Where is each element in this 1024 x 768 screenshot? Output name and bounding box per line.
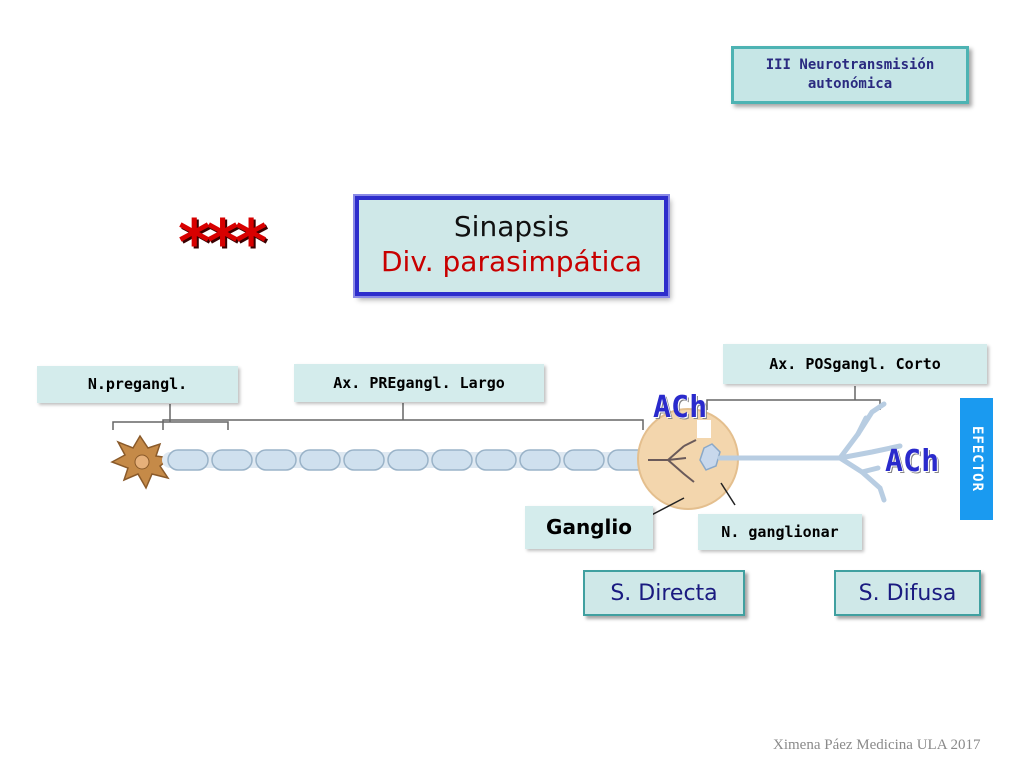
bracket-ax-pre bbox=[162, 403, 644, 430]
section-box: III Neurotransmisión autonómica bbox=[731, 46, 969, 104]
bracket-npregangl bbox=[112, 404, 229, 430]
s-directa-box: S. Directa bbox=[583, 570, 745, 616]
label-ach-effector: ACh bbox=[885, 444, 940, 479]
credit-footer: Ximena Páez Medicina ULA 2017 bbox=[773, 737, 981, 753]
title-line-2: Div. parasimpática bbox=[380, 245, 643, 278]
bracket-ax-pos bbox=[706, 386, 881, 410]
label-ganglio: Ganglio bbox=[525, 506, 653, 549]
label-npregangl: N.pregangl. bbox=[37, 366, 238, 403]
label-ax-posgangl: Ax. POSgangl. Corto bbox=[723, 344, 987, 384]
preganglionic-neuron bbox=[110, 434, 172, 490]
section-line-1: III Neurotransmisión bbox=[765, 57, 935, 73]
postganglionic-axon bbox=[717, 401, 903, 503]
title-box: Sinapsis Div. parasimpática bbox=[355, 196, 668, 296]
section-line-2: autonómica bbox=[807, 76, 893, 92]
title-line-1: Sinapsis bbox=[453, 210, 570, 243]
label-efector: EFECTOR bbox=[960, 398, 993, 520]
label-ax-pregangl: Ax. PREgangl. Largo bbox=[294, 364, 544, 402]
label-ach-ganglion: ACh bbox=[653, 390, 708, 425]
preganglionic-axon bbox=[162, 449, 652, 471]
s-difusa-box: S. Difusa bbox=[834, 570, 981, 616]
stars-mark: *** bbox=[178, 206, 267, 279]
label-n-ganglionar: N. ganglionar bbox=[698, 514, 862, 550]
